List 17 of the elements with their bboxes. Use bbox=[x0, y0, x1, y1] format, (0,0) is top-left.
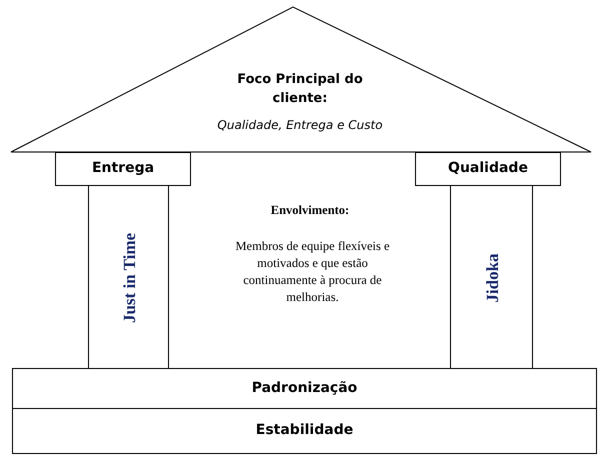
pillar-label: Jidoka bbox=[482, 253, 502, 303]
roof-triangle bbox=[10, 6, 592, 154]
pillar-cap-label: Qualidade bbox=[447, 160, 529, 176]
foundation-band bbox=[12, 368, 597, 409]
roof-subtitle: Qualidade, Entrega e Custo bbox=[216, 118, 384, 132]
pillar-label: Just in Time bbox=[120, 232, 140, 324]
foundation-band bbox=[12, 408, 597, 454]
pillar-column bbox=[450, 185, 533, 369]
foundation-label: Padronização bbox=[250, 380, 358, 396]
center-heading: Envolvimento: bbox=[270, 202, 350, 219]
pillar-column bbox=[88, 185, 169, 369]
roof-heading: Foco Principal do cliente: bbox=[236, 71, 364, 108]
foundation-label: Estabilidade bbox=[254, 422, 354, 438]
pillar-cap-label: Entrega bbox=[90, 160, 156, 176]
center-description: Membros de equipe flexíveis e motivados e que estão continuamente à procura de melhorias. bbox=[234, 238, 391, 306]
pillar-cap-box bbox=[415, 152, 561, 186]
pillar-cap-box bbox=[55, 152, 191, 186]
